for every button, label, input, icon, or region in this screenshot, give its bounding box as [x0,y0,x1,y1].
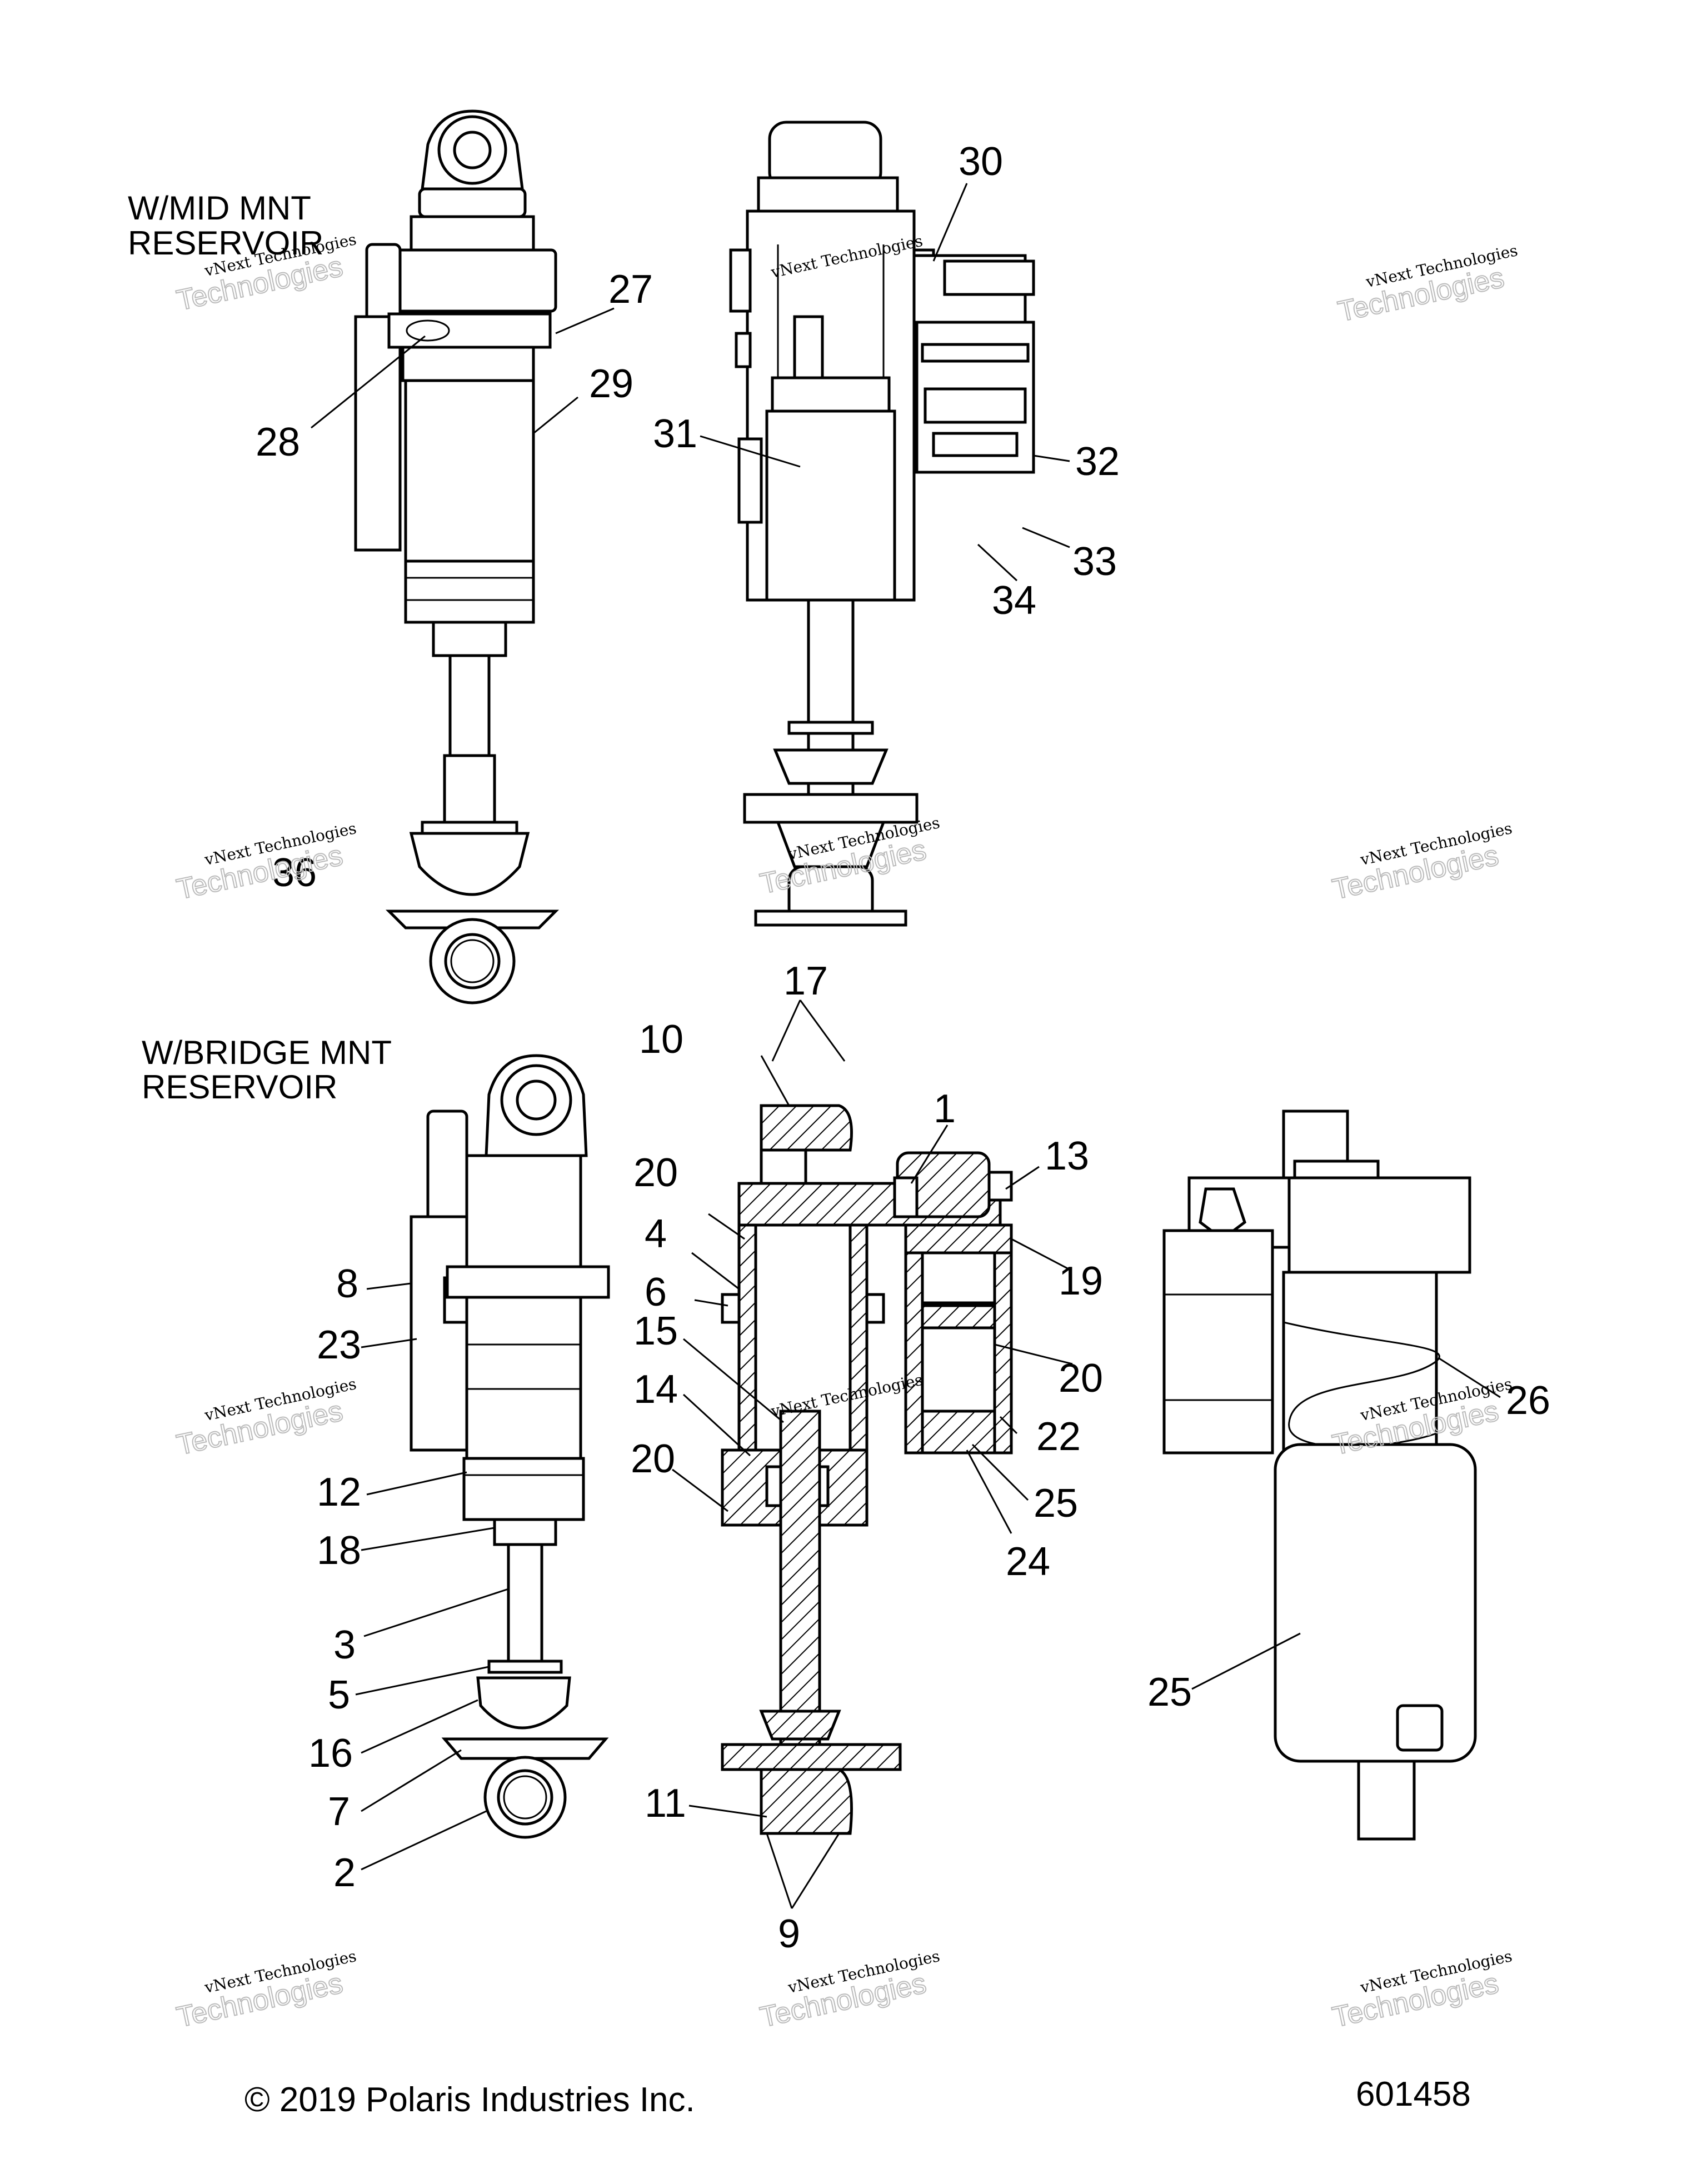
callout-7: 7 [328,1790,350,1834]
callout-11: 11 [645,1781,686,1826]
callout-2: 2 [333,1851,356,1895]
callout-21: 20 [633,1151,678,1195]
callout-33: 32 [1075,439,1120,484]
bridge-mount-shock-exterior [410,1054,610,1839]
callout-19: 20 [1059,1356,1103,1401]
mid-mount-shock-exterior [354,109,560,1004]
callout-16: 16 [308,1731,353,1776]
callout-15: 15 [633,1309,678,1353]
callout-14: 14 [633,1367,678,1412]
bridge-mount-shock-reservoir [1162,1110,1477,1841]
callout-4: 4 [645,1212,667,1256]
callout-5: 5 [328,1673,350,1717]
watermark: Technologies vNext Technologies [173,1947,358,2034]
watermark: Technologies vNext Technologies [1335,241,1519,328]
callout-32: 31 [653,412,697,456]
callout-34: 33 [1072,539,1117,584]
callout-10: 10 [639,1017,683,1062]
callout-3: 3 [333,1623,356,1667]
callout-31: 30 [959,139,1003,184]
svg-text:RESERVOIR: RESERVOIR [142,1068,337,1106]
callout-36: 36 [272,851,317,895]
callout-28: 27 [608,267,653,312]
callout-25: 25 [1034,1481,1078,1526]
callout-30: 29 [589,362,633,406]
callout-labels: 27 28 29 36 30 31 32 33 34 17 10 1 13 20… [256,139,1550,1956]
callout-8: 8 [336,1262,358,1306]
watermark: Technologies vNext Technologies [1329,1947,1514,2034]
watermark: Technologies vNext Technologies [1329,819,1514,906]
callout-17: 17 [783,959,828,1003]
callout-35: 34 [992,578,1036,623]
callout-18: 18 [317,1528,361,1573]
watermark: Technologies vNext Technologies [757,1947,941,2034]
callout-29: 28 [256,420,300,464]
copyright-notice: © 2019 Polaris Industries Inc. [244,2081,695,2119]
callout-20-upper: 19 [1059,1259,1103,1303]
callout-9: 9 [778,1912,800,1956]
callout-6: 6 [645,1270,667,1315]
callout-22: 22 [1036,1415,1081,1459]
watermark: Technologies vNext Technologies [173,819,358,906]
svg-text:W/MID MNT: W/MID MNT [128,189,311,227]
bridge-mount-shock-section [721,1104,1013,1835]
diagram-number: 601458 [1356,2075,1471,2113]
caption-mid-mount: W/MID MNT RESERVOIR [128,189,323,262]
caption-bridge-mount: W/BRIDGE MNT RESERVOIR [142,1034,392,1106]
callout-1: 1 [934,1087,956,1131]
svg-text:RESERVOIR: RESERVOIR [128,224,323,262]
leader-lines [311,183,1501,1909]
callout-24: 24 [1006,1540,1050,1584]
callout-13: 13 [1045,1134,1089,1178]
mid-mount-shock-section [729,121,1035,927]
callout-20-lower: 20 [631,1437,675,1481]
callout-27: 26 [1506,1378,1550,1423]
callout-26: 25 [1147,1670,1192,1715]
svg-text:W/BRIDGE MNT: W/BRIDGE MNT [142,1034,392,1071]
watermark: Technologies vNext Technologies [173,1375,358,1462]
callout-23: 23 [317,1323,361,1367]
callout-12: 12 [317,1470,361,1515]
